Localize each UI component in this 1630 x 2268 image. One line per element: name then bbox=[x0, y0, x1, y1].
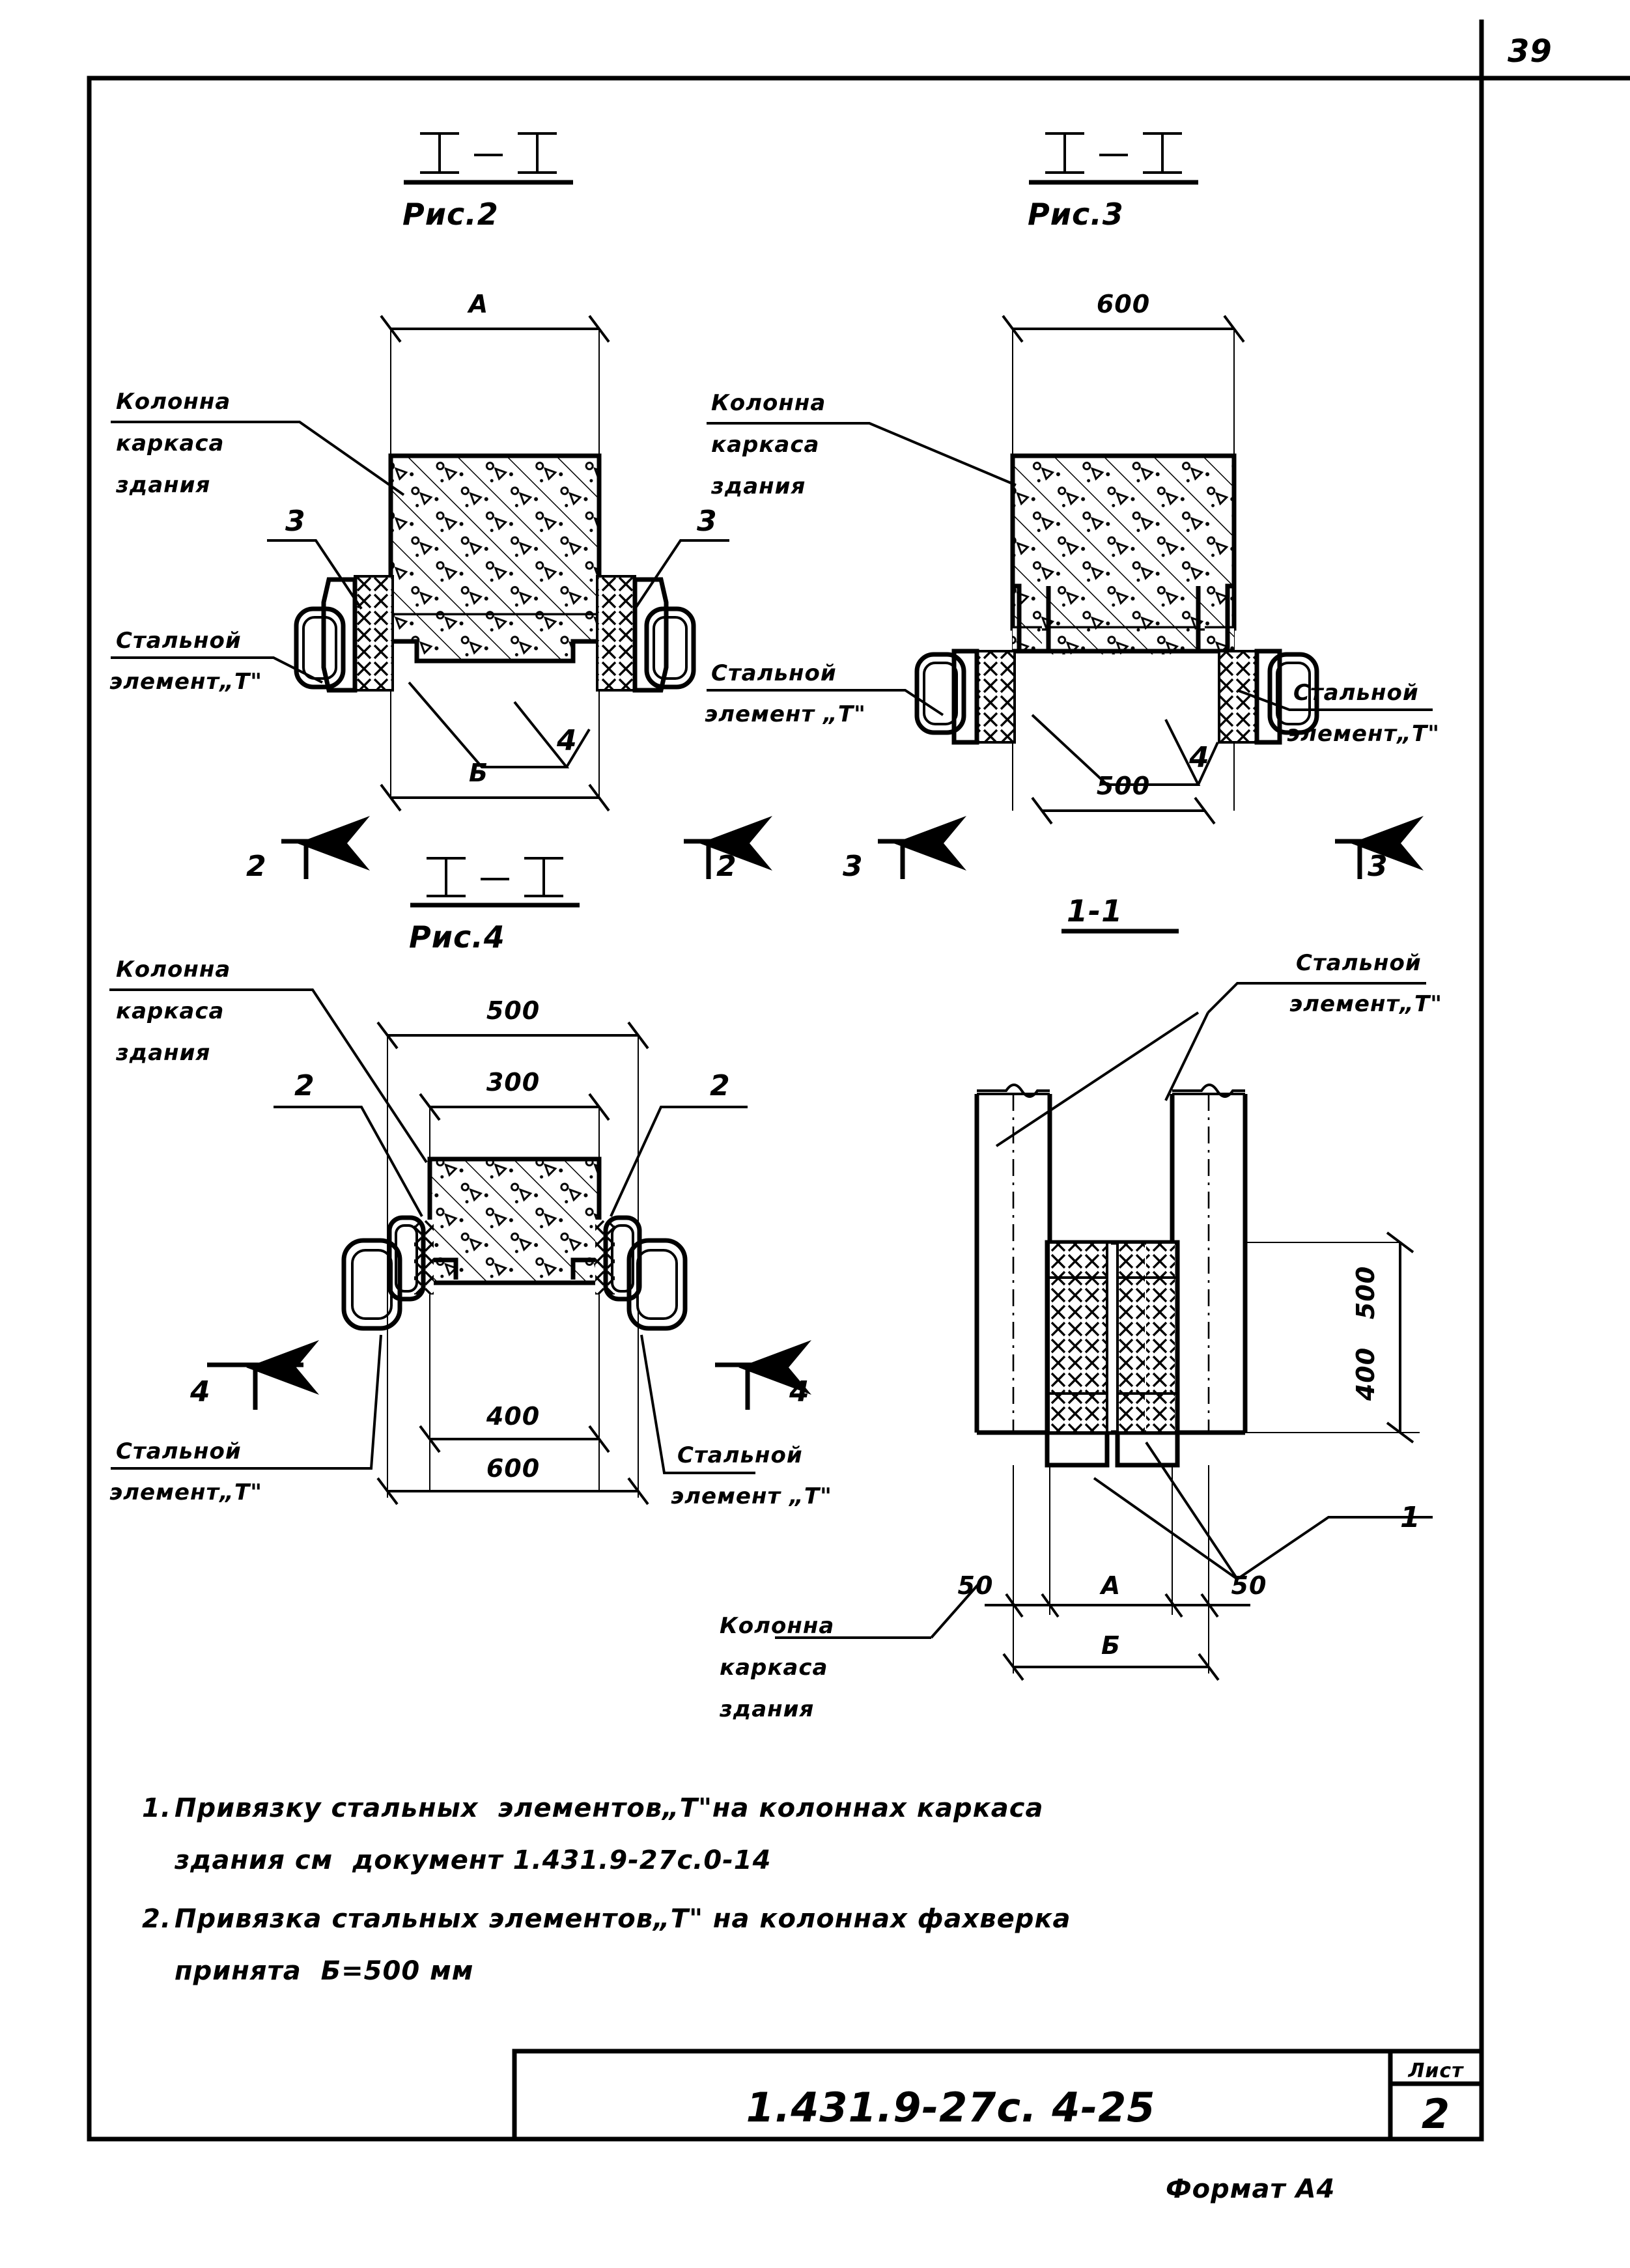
fig2-column-label-line3: здания bbox=[115, 472, 210, 498]
sec11-geometry bbox=[775, 929, 1433, 1681]
fig3-dim-bottom: 500 bbox=[1097, 772, 1150, 800]
fig4-dim-400: 400 bbox=[486, 1402, 540, 1431]
fig3-section-mark-left: 3 bbox=[843, 850, 864, 883]
fig4-dim-500: 500 bbox=[486, 996, 540, 1025]
fig2-pos-left: 3 bbox=[285, 505, 306, 538]
fig4-steel-left-line1: Стальной bbox=[116, 1438, 242, 1464]
fig4-geometry bbox=[109, 857, 811, 1505]
note-2-number: 2. bbox=[142, 1904, 171, 1934]
fig3-pos-weld: 4 bbox=[1188, 741, 1210, 774]
fig4-caption: Рис.4 bbox=[409, 919, 505, 955]
sec11-dim-400: 400 bbox=[1351, 1347, 1380, 1401]
fig4-dim-300: 300 bbox=[486, 1068, 540, 1097]
note-1-number: 1. bbox=[142, 1793, 171, 1823]
fig3-steel-right-line1: Стальной bbox=[1293, 680, 1419, 706]
note-2-line-1: Привязка стальных элементов„Т" на колонн… bbox=[175, 1904, 1071, 1934]
sec11-dim-A: А bbox=[1099, 1571, 1121, 1600]
fig4-section-mark-right: 4 bbox=[789, 1375, 810, 1408]
fig2-section-mark-left: 2 bbox=[246, 850, 267, 883]
fig2-pos-weld: 4 bbox=[556, 724, 578, 757]
fig4-steel-right-line2: элемент „Т" bbox=[671, 1483, 832, 1509]
sec11-dim-50-left: 50 bbox=[958, 1571, 994, 1600]
format-note: Формат А4 bbox=[1166, 2174, 1335, 2204]
sec11-steel-line1: Стальной bbox=[1296, 950, 1422, 976]
fig3-geometry bbox=[707, 132, 1433, 879]
title-block-document-code: 1.431.9-27с. 4-25 bbox=[746, 2084, 1156, 2131]
title-block-sheet-label: Лист bbox=[1407, 2060, 1464, 2082]
fig2-geometry bbox=[111, 132, 772, 879]
note-1-line-1: Привязку стальных элементов„Т"на колонна… bbox=[175, 1793, 1044, 1823]
fig3-column-label-line1: Колонна bbox=[711, 390, 826, 416]
sec11-column-line1: Колонна bbox=[720, 1613, 834, 1639]
page-number: 39 bbox=[1508, 33, 1553, 70]
fig4-section-mark-left: 4 bbox=[190, 1375, 211, 1408]
fig2-column-label-line2: каркаса bbox=[116, 430, 224, 456]
fig3-caption: Рис.3 bbox=[1028, 197, 1124, 232]
fig3-section-mark-right: 3 bbox=[1368, 850, 1388, 883]
fig4-dim-600: 600 bbox=[486, 1454, 540, 1483]
title-block-sheet-number: 2 bbox=[1422, 2090, 1450, 2138]
fig3-column-label-line2: каркаса bbox=[711, 432, 819, 458]
fig4-column-label-line1: Колонна bbox=[116, 957, 231, 983]
fig4-column-label-line2: каркаса bbox=[116, 998, 224, 1024]
note-2-line-2: принята Б=500 мм bbox=[175, 1956, 473, 1986]
sec11-title: 1-1 bbox=[1067, 893, 1123, 929]
fig2-dim-bottom: Б bbox=[469, 759, 488, 787]
fig2-steel-label-line2: элемент„Т" bbox=[109, 669, 262, 695]
sec11-dim-50-right: 50 bbox=[1231, 1571, 1267, 1600]
sec11-pos-1: 1 bbox=[1400, 1501, 1421, 1534]
fig2-caption: Рис.2 bbox=[402, 197, 499, 232]
fig3-steel-right-line2: элемент„Т" bbox=[1287, 721, 1440, 747]
sec11-column-line2: каркаса bbox=[720, 1655, 828, 1681]
fig3-column-label-line3: здания bbox=[710, 473, 806, 499]
sec11-column-line3: здания bbox=[719, 1696, 814, 1722]
fig4-steel-left-line2: элемент„Т" bbox=[109, 1479, 262, 1505]
fig4-pos-right: 2 bbox=[710, 1069, 731, 1102]
fig2-column-label-line1: Колонна bbox=[116, 389, 231, 415]
fig3-steel-left-line2: элемент „Т" bbox=[705, 701, 866, 727]
fig2-dim-top: А bbox=[467, 290, 488, 318]
sec11-dim-B: Б bbox=[1101, 1631, 1121, 1660]
fig3-dim-top: 600 bbox=[1097, 290, 1150, 318]
fig2-steel-label-line1: Стальной bbox=[116, 628, 242, 654]
note-1-line-2: здания см документ 1.431.9-27с.0-14 bbox=[174, 1845, 771, 1875]
fig4-column-label-line3: здания bbox=[115, 1040, 210, 1066]
fig3-steel-left-line1: Стальной bbox=[711, 660, 837, 686]
sec11-dim-500: 500 bbox=[1351, 1266, 1380, 1319]
fig2-pos-right: 3 bbox=[697, 505, 718, 538]
fig4-steel-right-line1: Стальной bbox=[677, 1442, 803, 1468]
sec11-steel-line2: элемент„Т" bbox=[1289, 991, 1442, 1017]
fig2-section-mark-right: 2 bbox=[716, 850, 737, 883]
fig4-pos-left: 2 bbox=[294, 1069, 315, 1102]
